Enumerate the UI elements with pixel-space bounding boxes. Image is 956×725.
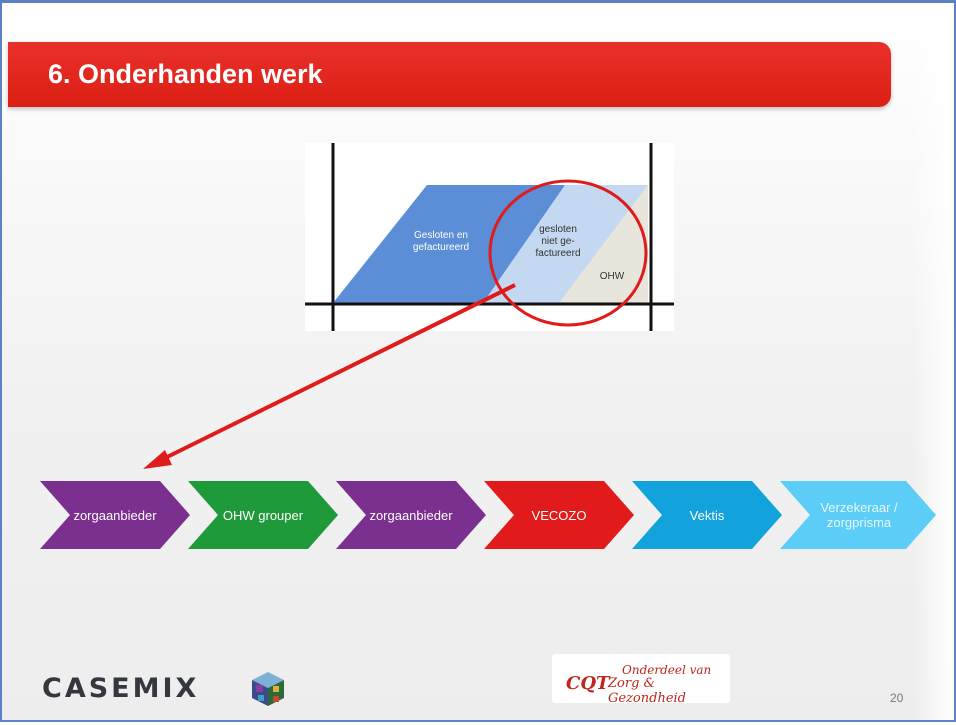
process-step-2: OHW grouper [188, 481, 338, 549]
cqt-logo-line2: Zorg & Gezondheid [608, 676, 686, 706]
process-step-label: OHW grouper [222, 507, 304, 523]
cqt-logo-mark: CQT [566, 673, 610, 694]
process-step-3: zorgaanbieder [336, 481, 486, 549]
casemix-logo: CASEMIX [42, 667, 199, 709]
diagram-label-factureerd: factureerd [535, 248, 580, 259]
diagram-label-gefactureerd: gefactureerd [413, 242, 469, 253]
diagram-label-niet-ge: niet ge- [541, 236, 574, 247]
process-step-6: Verzekeraar / zorgprisma [780, 481, 938, 549]
pointer-arrowhead [143, 450, 172, 469]
diagram-label-ohw: OHW [600, 271, 625, 282]
process-step-label: Verzekeraar / zorgprisma [820, 500, 898, 530]
process-step-1: zorgaanbieder [40, 481, 190, 549]
process-step-label: zorgaanbieder [73, 507, 157, 523]
process-step-label: zorgaanbieder [369, 507, 453, 523]
page-title: 6. Onderhanden werk [48, 59, 323, 89]
title-bar: 6. Onderhanden werk [8, 42, 891, 107]
process-chevron-row: zorgaanbieder OHW grouper zorgaanbieder … [40, 481, 940, 549]
highlight-overlay [2, 3, 956, 725]
process-step-4: VECOZO [484, 481, 634, 549]
process-step-label: Vektis [689, 507, 725, 523]
casemix-logo-text: CASEMIX [42, 672, 200, 704]
process-step-5: Vektis [632, 481, 782, 549]
ohw-diagram-image: Gesloten en gefactureerd gesloten niet g… [305, 143, 674, 331]
page-number: 20 [890, 691, 904, 705]
diagram-label-gesloten: gesloten [539, 224, 577, 235]
cqt-logo: Onderdeel van CQT Zorg & Gezondheid [552, 654, 730, 706]
cqt-logo-line1: Onderdeel van [622, 663, 712, 677]
diagram-label-gesloten-en: Gesloten en [414, 230, 468, 241]
casemix-cube-icon [248, 669, 288, 709]
process-step-label: VECOZO [531, 507, 587, 523]
slide-edge-shade [912, 3, 954, 720]
